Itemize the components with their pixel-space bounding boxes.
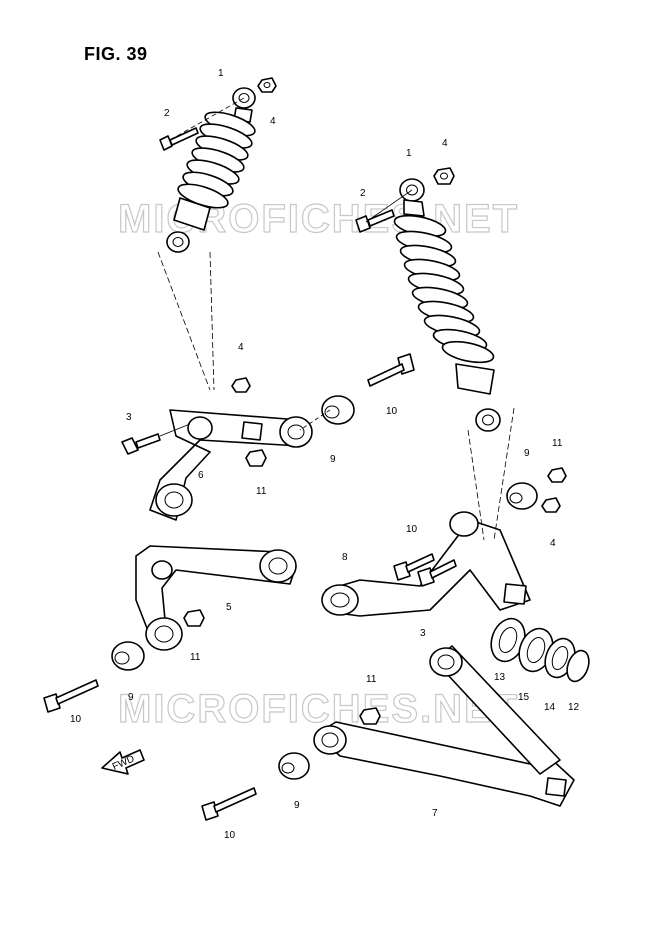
bolt-upper-right-arm: [393, 553, 435, 581]
callout-label: 4: [550, 538, 556, 549]
bushing-12: [566, 649, 590, 683]
callout-label: 15: [518, 692, 530, 703]
bolt-shock-mount-center: [367, 353, 415, 387]
bushing-upper-left: [321, 395, 355, 425]
callout-label: 1: [218, 68, 224, 79]
callout-label: 10: [406, 524, 418, 535]
nut-lower-right: [359, 707, 381, 725]
callout-label: 3: [420, 628, 426, 639]
callout-label: 4: [442, 138, 448, 149]
bolt-upper-right-pivot: [417, 559, 457, 587]
nut-left-shock-top: [257, 77, 277, 93]
callout-label: 7: [432, 808, 438, 819]
callout-label: 9: [330, 454, 336, 465]
callout-label: 11: [190, 652, 201, 663]
bolt-lower-left-arm: [43, 679, 99, 713]
nut-upper-right-top: [547, 467, 567, 483]
nut-upper-right-side: [541, 497, 561, 513]
callout-label: 9: [294, 800, 300, 811]
bushing-lower-left: [111, 641, 145, 671]
callout-label: 12: [568, 702, 580, 713]
callout-label: 4: [270, 116, 276, 127]
callout-label: 10: [386, 406, 398, 417]
callout-label: 9: [128, 692, 134, 703]
nut-right-shock-top: [433, 167, 455, 185]
callout-label: 11: [366, 674, 377, 685]
shock-absorber-left: [166, 87, 256, 253]
lower-arm-right: [313, 645, 575, 807]
bolt-lower-right-arm: [201, 787, 257, 821]
bushing-upper-right: [506, 482, 538, 510]
upper-arm-left: [149, 409, 313, 521]
bushing-lower-right: [278, 752, 310, 780]
figure-title: FIG. 39: [84, 44, 148, 64]
seal-13: [490, 617, 526, 663]
callout-label: 2: [360, 188, 366, 199]
nut-lower-left: [183, 609, 205, 627]
callout-label: 2: [164, 108, 170, 119]
callout-label: 11: [256, 486, 267, 497]
callout-label: 3: [126, 412, 132, 423]
fwd-arrow: FWD: [101, 749, 145, 775]
shock-absorber-right: [393, 178, 501, 432]
bolt-upper-left-arm: [121, 433, 161, 455]
bolt-left-shock-top: [159, 127, 199, 151]
callout-label: 14: [544, 702, 556, 713]
nut-upper-left-lower: [245, 449, 267, 467]
lower-arm-left: [135, 545, 297, 651]
callout-label: 1: [406, 148, 412, 159]
callout-label: 13: [494, 672, 506, 683]
callout-label: 4: [238, 342, 244, 353]
callout-label: 8: [342, 552, 348, 563]
callout-label: 9: [524, 448, 530, 459]
assembly-lines: [157, 97, 515, 541]
bolt-right-shock-top: [355, 209, 395, 233]
callout-label: 11: [552, 438, 563, 449]
watermark-bottom: MICROFICHES.NET: [118, 687, 519, 731]
callout-label: 10: [224, 830, 236, 841]
callout-label: 10: [70, 714, 82, 725]
callout-label: 6: [198, 470, 204, 481]
callout-numbers: 1 2 4 1 4 2 4 3 10 6 9 11 11 9 4 10 8 3 …: [70, 68, 580, 841]
callout-label: 5: [226, 602, 232, 613]
nut-upper-left-arm: [231, 377, 251, 393]
upper-arm-right: [321, 511, 531, 617]
